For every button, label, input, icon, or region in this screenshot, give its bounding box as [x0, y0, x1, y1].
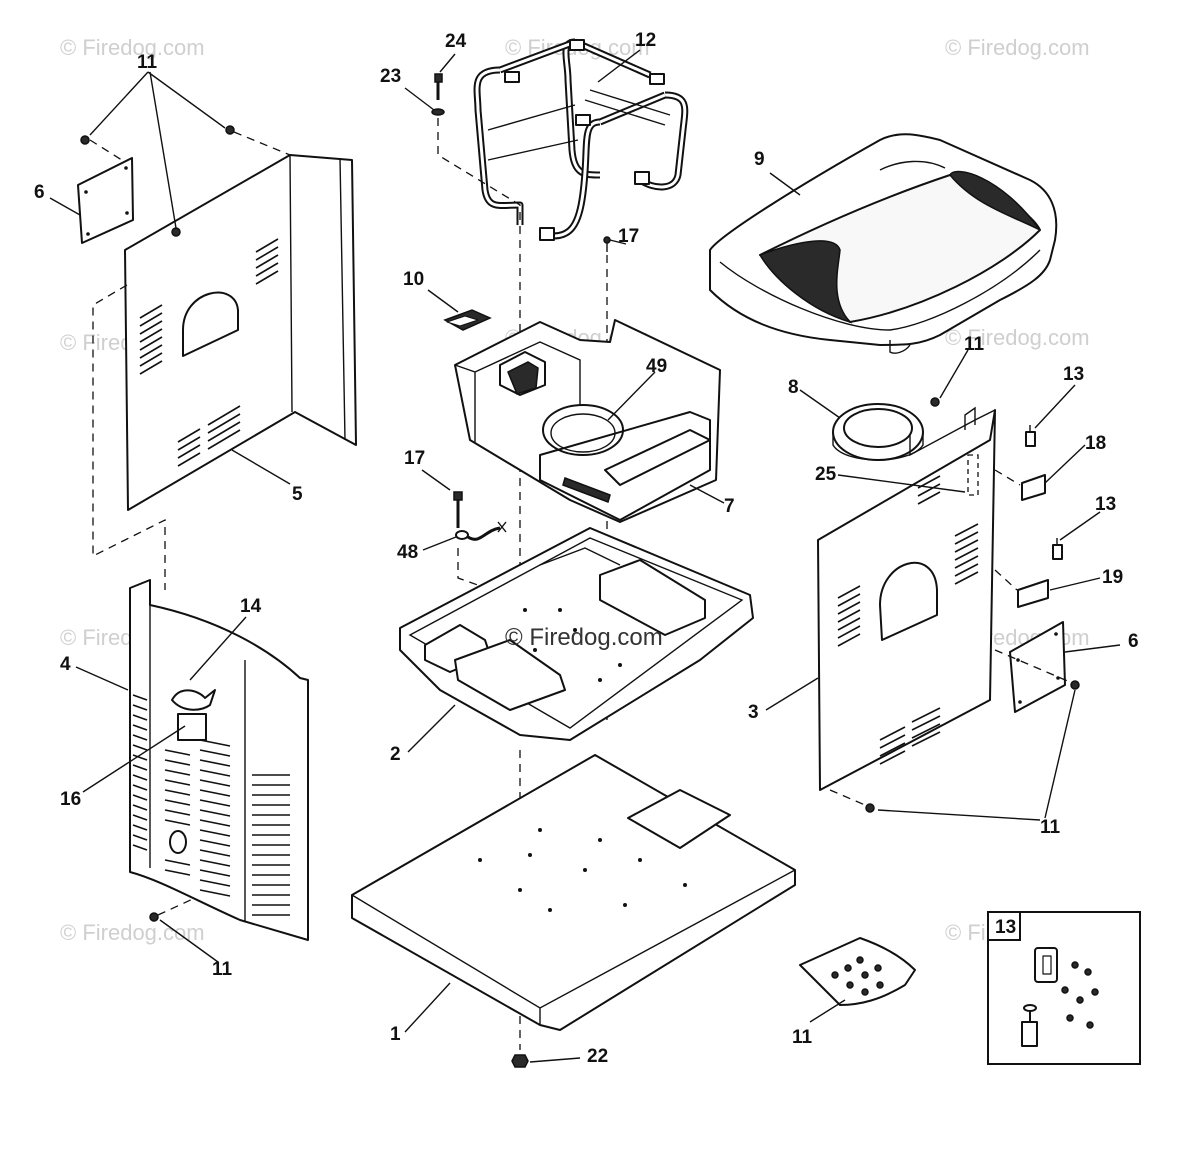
part-2-base-tray: [399, 527, 754, 741]
part-3-right-panel: [817, 406, 996, 791]
callout-19: 19: [1102, 567, 1123, 588]
leader-lines: [49, 49, 1121, 1063]
screw-icon: [80, 125, 235, 237]
callout-14: 14: [240, 596, 262, 617]
callout-2: 2: [390, 744, 401, 765]
part-1-base-pan: [351, 754, 796, 1031]
screw-icon: [930, 397, 940, 407]
callout-labels: 11 6 5 4 14 16 11 24 23 12 9 17 10 49 7 …: [34, 30, 1139, 1067]
screw-icon: [149, 912, 159, 922]
callout-11: 11: [1040, 817, 1061, 838]
watermark: © Firedog.com: [60, 920, 205, 945]
part-13-hinge-upper: [1025, 425, 1036, 447]
part-18-decal: [1021, 474, 1046, 501]
part-13-hinge-lower: [1052, 538, 1063, 560]
vent-slots: [139, 238, 279, 467]
callout-11: 11: [792, 1027, 813, 1048]
callout-17: 17: [618, 226, 639, 247]
callout-11: 11: [137, 52, 158, 73]
part-5-upper-left-panel: [124, 154, 357, 511]
part-6-cover-plate-right: [1009, 621, 1066, 713]
callout-12: 12: [635, 30, 656, 51]
watermark: © Firedog.com: [945, 325, 1090, 350]
callout-4: 4: [60, 654, 71, 675]
watermark: © Firedog.com: [945, 35, 1090, 60]
part-23-washer: [431, 108, 445, 116]
part-6-cover-plate-left: [77, 157, 134, 244]
part-4-lower-left-panel: [129, 579, 309, 941]
callout-1: 1: [390, 1024, 401, 1045]
callout-13: 13: [1063, 364, 1084, 385]
part-19-decal: [1017, 579, 1049, 608]
assembly-line: [89, 131, 291, 163]
callout-11: 11: [964, 334, 985, 355]
watermark: © Firedog.com: [60, 35, 205, 60]
part-22-nut: [511, 1054, 529, 1068]
callout-18: 18: [1085, 433, 1106, 454]
assembly-line: [994, 469, 1021, 591]
part-48-ground-cable: [455, 521, 507, 541]
callout-8: 8: [788, 377, 799, 398]
part-11-screw-bag: [799, 937, 916, 1006]
callout-16: 16: [60, 789, 81, 810]
assembly-line: [437, 118, 521, 720]
center-watermark: © Firedog.com: [505, 624, 663, 651]
screw-icon: [865, 803, 875, 813]
callout-5: 5: [292, 484, 303, 505]
assembly-line: [829, 789, 866, 806]
part-10-switch-cover: [443, 309, 492, 331]
part-8-ring: [832, 403, 924, 461]
callout-22: 22: [587, 1046, 608, 1067]
callout-17: 17: [404, 448, 425, 469]
callout-11: 11: [212, 959, 233, 980]
callout-48: 48: [397, 542, 418, 563]
callout-23: 23: [380, 66, 401, 87]
callout-7: 7: [724, 496, 735, 517]
callout-49: 49: [646, 356, 667, 377]
assembly-line: [157, 897, 196, 916]
vent-slots: [132, 694, 290, 916]
part-7-control-box: [454, 319, 721, 523]
callout-24: 24: [445, 31, 467, 52]
part-12-lifting-frame: [473, 38, 689, 241]
part-9-top-cover: [709, 133, 1058, 354]
callout-6: 6: [1128, 631, 1139, 652]
callout-6: 6: [34, 182, 45, 203]
assembly-line: [92, 284, 166, 590]
part-17-bolt-lower: [453, 491, 463, 528]
callout-25: 25: [815, 464, 837, 485]
inset-box-13: 13: [987, 911, 1141, 1065]
callout-9: 9: [754, 149, 765, 170]
part-24-bolt: [434, 73, 443, 100]
callout-3: 3: [748, 702, 759, 723]
inset-label: 13: [995, 917, 1016, 938]
vent-slots: [837, 475, 979, 765]
callout-10: 10: [403, 269, 424, 290]
screw-icon: [1070, 680, 1080, 690]
callout-13: 13: [1095, 494, 1116, 515]
